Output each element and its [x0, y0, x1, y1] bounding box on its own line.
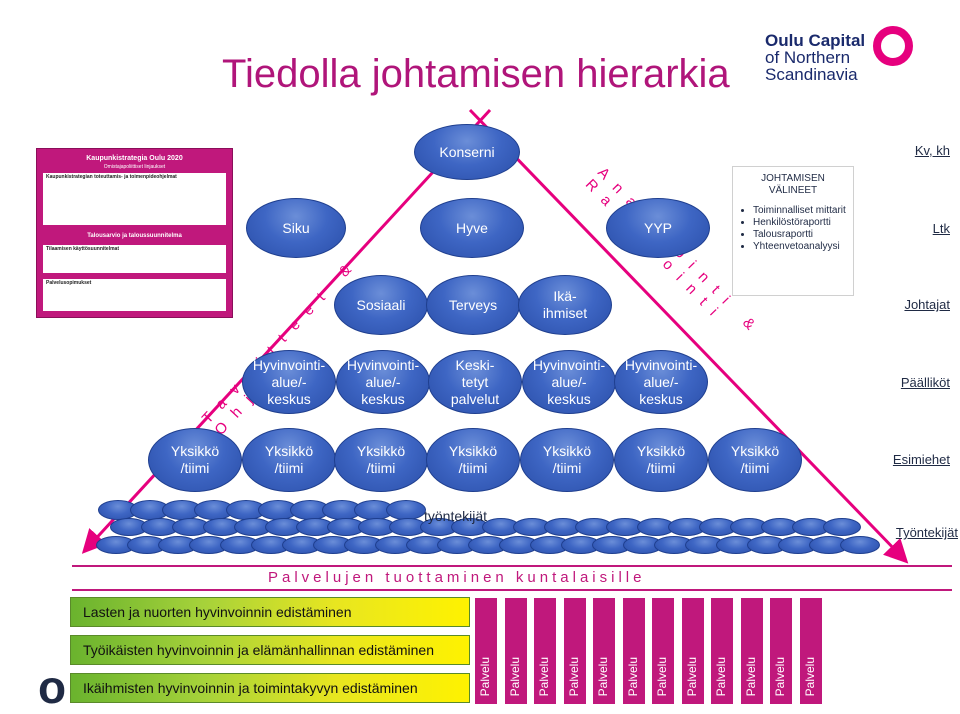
management-tools-box: JOHTAMISEN VÄLINEET Toiminnalliset mitta… — [732, 166, 854, 296]
tools-list: Toiminnalliset mittarit Henkilöstöraport… — [739, 205, 847, 253]
palvelu-label: Palvelu — [714, 657, 728, 696]
level-esimiehet: Esimiehet — [893, 452, 950, 467]
palvelu-label: Palvelu — [773, 657, 787, 696]
tools-item: Toiminnalliset mittarit — [753, 205, 847, 217]
level-paallikot: Päälliköt — [901, 375, 950, 390]
worker-node — [840, 536, 880, 554]
palvelu-column: Palvelu — [592, 597, 616, 705]
tools-heading: JOHTAMISEN VÄLINEET — [739, 173, 847, 197]
node-yksikko-3: Yksikkö /tiimi — [334, 428, 428, 492]
worker-node — [823, 518, 861, 536]
node-ikaihmiset: Ikä- ihmiset — [518, 275, 612, 335]
oulu-o-logo-partial: o — [38, 660, 66, 714]
palvelu-label: Palvelu — [626, 657, 640, 696]
node-siku: Siku — [246, 198, 346, 258]
tools-item: Talousraportti — [753, 229, 847, 241]
palvelu-column: Palvelu — [563, 597, 587, 705]
palvelu-label: Palvelu — [803, 657, 817, 696]
palvelu-column: Palvelu — [769, 597, 793, 705]
palvelu-column: Palvelu — [681, 597, 705, 705]
node-hyve: Hyve — [420, 198, 524, 258]
bar-ikaihmiset: Ikäihmisten hyvinvoinnin ja toimintakyvy… — [70, 673, 470, 703]
node-yyp: YYP — [606, 198, 710, 258]
palvelu-column: Palvelu — [533, 597, 557, 705]
palvelu-label: Palvelu — [596, 657, 610, 696]
banner-text: Palvelujen tuottaminen kuntalaisille — [268, 569, 645, 586]
node-konserni: Konserni — [414, 124, 520, 180]
tools-item: Yhteenvetoanalyysi — [753, 241, 847, 253]
palvelu-column: Palvelu — [799, 597, 823, 705]
node-sosiaali: Sosiaali — [334, 275, 428, 335]
palvelu-label: Palvelu — [744, 657, 758, 696]
node-yksikko-7: Yksikkö /tiimi — [708, 428, 802, 492]
label-tyontekijat: työntekijät — [424, 508, 487, 524]
node-yksikko-2: Yksikkö /tiimi — [242, 428, 336, 492]
palvelu-label: Palvelu — [685, 657, 699, 696]
worker-node — [386, 500, 426, 520]
service-banner: Palvelujen tuottaminen kuntalaisille — [72, 565, 952, 591]
bar-tyoikaiset: Työikäisten hyvinvoinnin ja elämänhallin… — [70, 635, 470, 665]
palvelu-column: Palvelu — [710, 597, 734, 705]
node-yksikko-1: Yksikkö /tiimi — [148, 428, 242, 492]
palvelu-column: Palvelu — [740, 597, 764, 705]
node-hyvinvointi-2: Hyvinvointi- alue/-keskus — [336, 350, 430, 414]
palvelu-label: Palvelu — [567, 657, 581, 696]
palvelu-label: Palvelu — [537, 657, 551, 696]
node-keskitetyt: Keski- tetyt palvelut — [428, 350, 522, 414]
palvelu-column: Palvelu — [651, 597, 675, 705]
node-hyvinvointi-4: Hyvinvointi- alue/-keskus — [614, 350, 708, 414]
node-hyvinvointi-1: Hyvinvointi- alue/-keskus — [242, 350, 336, 414]
node-terveys: Terveys — [426, 275, 520, 335]
palvelu-column: Palvelu — [474, 597, 498, 705]
palvelu-label: Palvelu — [508, 657, 522, 696]
wellbeing-bars: Lasten ja nuorten hyvinvoinnin edistämin… — [70, 597, 470, 705]
level-tyontekijat: Työntekijät — [896, 525, 958, 540]
tools-item: Henkilöstöraportti — [753, 217, 847, 229]
bar-lapset-nuoret: Lasten ja nuorten hyvinvoinnin edistämin… — [70, 597, 470, 627]
palvelu-column: Palvelu — [622, 597, 646, 705]
palvelu-label: Palvelu — [478, 657, 492, 696]
level-ltk: Ltk — [933, 221, 950, 236]
node-yksikko-4: Yksikkö /tiimi — [426, 428, 520, 492]
node-yksikko-5: Yksikkö /tiimi — [520, 428, 614, 492]
palvelu-label: Palvelu — [655, 657, 669, 696]
palvelu-column: Palvelu — [504, 597, 528, 705]
node-hyvinvointi-3: Hyvinvointi- alue/-keskus — [522, 350, 616, 414]
node-yksikko-6: Yksikkö /tiimi — [614, 428, 708, 492]
level-johtajat: Johtajat — [904, 297, 950, 312]
level-kv-kh: Kv, kh — [915, 143, 950, 158]
